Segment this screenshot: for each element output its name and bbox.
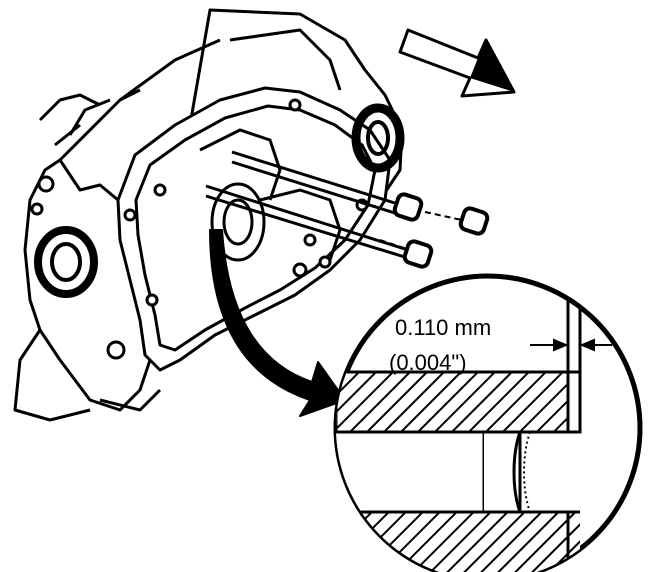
dowel-section	[336, 430, 568, 514]
dimension-arrows	[530, 338, 612, 352]
lower-section	[336, 510, 580, 572]
left-seal	[34, 226, 98, 298]
front-cover-gasket	[116, 86, 392, 372]
left-bolt-holes	[30, 175, 126, 360]
dimension-inch-label: (0.004")	[389, 350, 467, 375]
direction-arrow-icon	[398, 28, 516, 98]
alignment-sleeves	[392, 192, 490, 269]
detail-view: 0.110 mm (0.004")	[333, 273, 643, 572]
dowel-pins	[205, 150, 463, 260]
dimension-mm-label: 0.110 mm	[395, 315, 491, 340]
inner-housing	[199, 128, 342, 278]
right-seal	[351, 103, 405, 173]
upper-section	[336, 300, 582, 434]
